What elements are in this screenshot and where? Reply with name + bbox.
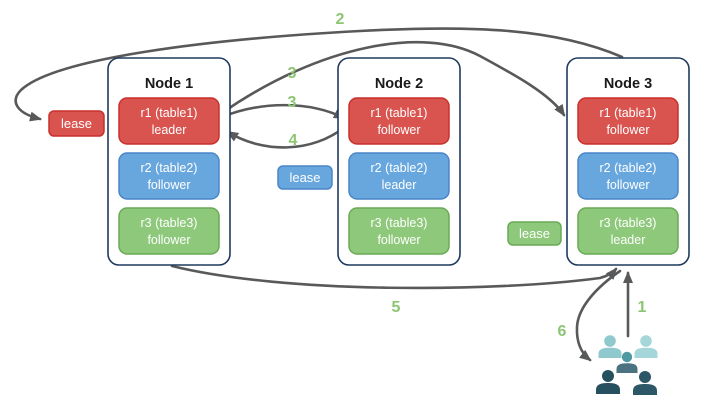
svg-text:r1 (table1): r1 (table1) [141, 106, 198, 120]
svg-text:r3 (table3): r3 (table3) [371, 216, 428, 230]
svg-text:r1 (table1): r1 (table1) [371, 106, 428, 120]
svg-text:follower: follower [147, 233, 190, 247]
node-3: Node 3 r1 (table1) follower r2 (table2) … [566, 57, 690, 266]
svg-text:follower: follower [377, 233, 420, 247]
arrow-step-5-node1-to-node3 [170, 264, 618, 290]
node-1-replica-r1: r1 (table1) leader [118, 97, 220, 145]
arrow-step-2-node3-to-lease [14, 27, 624, 122]
node-3-replica-r3: r3 (table3) leader [577, 207, 679, 255]
step-label-6: 6 [558, 323, 567, 340]
svg-text:follower: follower [377, 123, 420, 137]
svg-text:leader: leader [382, 178, 417, 192]
node-1-replica-r2: r2 (table2) follower [118, 152, 220, 200]
arrow-step-4-node2-to-node1 [226, 124, 348, 149]
svg-text:r1 (table1): r1 (table1) [600, 106, 657, 120]
lease-badge-r3: lease [507, 221, 562, 246]
users-icon [596, 335, 658, 395]
node-1: Node 1 r1 (table1) leader r2 (table2) fo… [107, 57, 231, 266]
svg-text:r3 (table3): r3 (table3) [141, 216, 198, 230]
step-label-2: 2 [336, 11, 345, 28]
node-1-title: Node 1 [145, 76, 193, 92]
step-label-1: 1 [638, 299, 647, 316]
node-2-replica-r2: r2 (table2) leader [348, 152, 450, 200]
svg-text:lease: lease [61, 116, 92, 131]
svg-text:r2 (table2): r2 (table2) [371, 161, 428, 175]
arrow-step-6-node3-to-users [575, 269, 622, 362]
step-label-4: 4 [289, 132, 298, 149]
svg-text:lease: lease [519, 226, 550, 241]
node-1-replica-r3: r3 (table3) follower [118, 207, 220, 255]
node-3-replica-r2: r2 (table2) follower [577, 152, 679, 200]
node-3-replica-r1: r1 (table1) follower [577, 97, 679, 145]
svg-text:leader: leader [611, 233, 646, 247]
svg-text:follower: follower [606, 178, 649, 192]
svg-text:leader: leader [152, 123, 187, 137]
svg-text:r3 (table3): r3 (table3) [600, 216, 657, 230]
node-2-title: Node 2 [375, 76, 423, 92]
svg-text:follower: follower [606, 123, 649, 137]
step-label-3-replicate: 3 [288, 94, 297, 111]
step-label-5: 5 [392, 299, 401, 316]
node-2-replica-r3: r3 (table3) follower [348, 207, 450, 255]
lease-badge-r2: lease [277, 165, 333, 190]
lease-badge-r1: lease [48, 110, 105, 137]
arrow-step-3-node1-to-node3 [220, 40, 566, 117]
step-label-3-forward: 3 [288, 65, 297, 82]
svg-text:lease: lease [289, 170, 320, 185]
svg-text:r2 (table2): r2 (table2) [141, 161, 198, 175]
node-2-replica-r1: r1 (table1) follower [348, 97, 450, 145]
arrow-step-3-node1-to-node2 [220, 103, 346, 120]
svg-text:r2 (table2): r2 (table2) [600, 161, 657, 175]
node-2: Node 2 r1 (table1) follower r2 (table2) … [337, 57, 461, 266]
node-3-title: Node 3 [604, 76, 652, 92]
svg-text:follower: follower [147, 178, 190, 192]
